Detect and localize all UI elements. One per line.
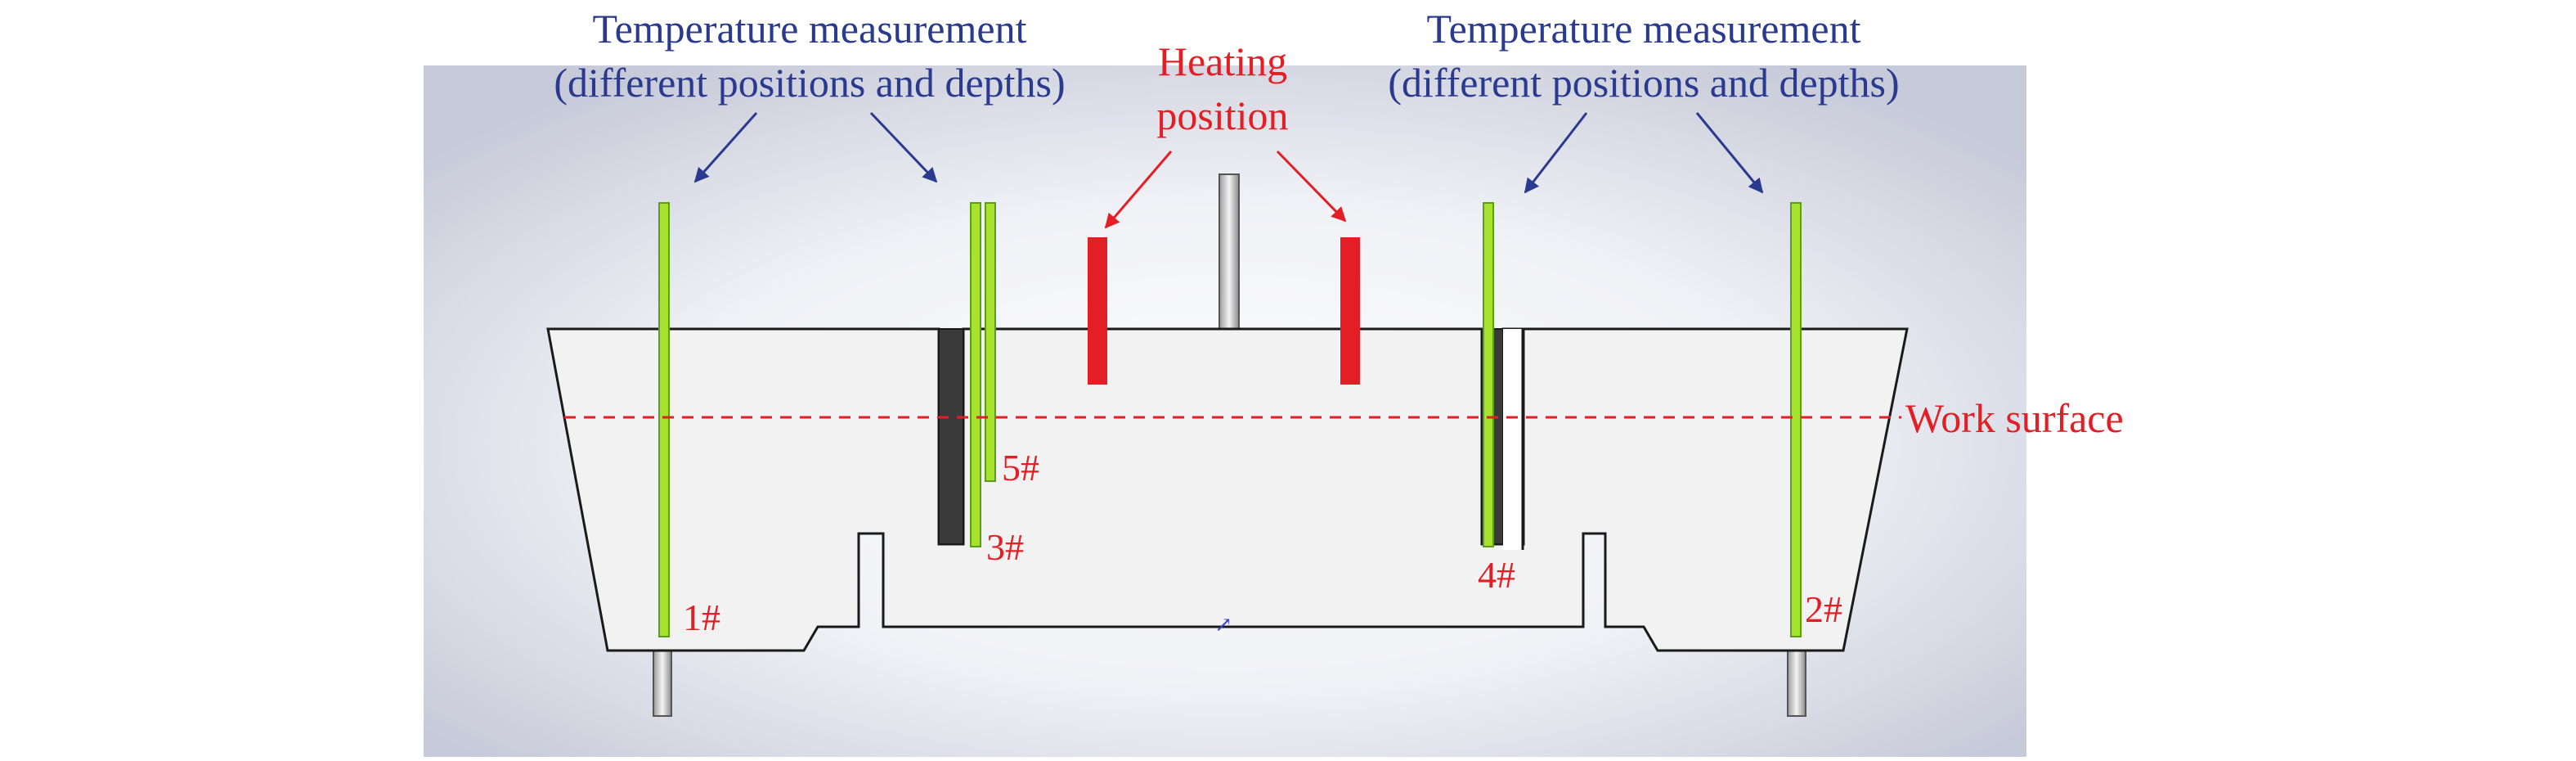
probe-label-5: 5# <box>1002 447 1039 489</box>
probe-label-4: 4# <box>1478 554 1515 596</box>
arrow-temp-left-2 <box>869 111 938 183</box>
temp-right-line1: Temperature measurement <box>1426 6 1861 52</box>
heating-line1: Heating <box>1157 38 1288 84</box>
arrow-heating-right <box>1276 150 1347 223</box>
arrow-temp-left-1 <box>693 112 758 183</box>
arrow-temp-right-1 <box>1524 112 1588 194</box>
temp-measurement-label-left: Temperature measurement (different posit… <box>499 2 1120 110</box>
temp-left-line1: Temperature measurement <box>592 6 1027 52</box>
center-rod <box>1218 173 1240 332</box>
probe-4 <box>1483 202 1494 547</box>
temp-left-line2: (different positions and depths) <box>554 60 1066 106</box>
probe-1 <box>658 202 670 637</box>
center-mark: ↗ <box>1214 613 1232 637</box>
temp-right-line2: (different positions and depths) <box>1388 60 1900 106</box>
heater-left <box>1088 237 1107 385</box>
heating-line2: position <box>1156 92 1289 138</box>
arrow-temp-right-2 <box>1695 112 1764 194</box>
bottom-rod-left <box>653 650 672 717</box>
probe-3 <box>970 202 981 547</box>
mold-body <box>546 327 1909 652</box>
heating-position-label: Heating position <box>1096 34 1349 142</box>
slot-right-gap <box>1503 329 1523 550</box>
heater-right <box>1340 237 1360 385</box>
arrow-heating-left <box>1104 151 1173 229</box>
bottom-rod-right <box>1787 650 1806 717</box>
probe-label-3: 3# <box>986 526 1024 568</box>
work-surface-label: Work surface <box>1905 395 2124 441</box>
probe-label-2: 2# <box>1805 588 1842 630</box>
probe-label-1: 1# <box>683 597 720 638</box>
slot-left <box>938 328 964 545</box>
probe-5 <box>985 202 996 482</box>
probe-2 <box>1790 202 1802 637</box>
temp-measurement-label-right: Temperature measurement (different posit… <box>1333 2 1954 110</box>
